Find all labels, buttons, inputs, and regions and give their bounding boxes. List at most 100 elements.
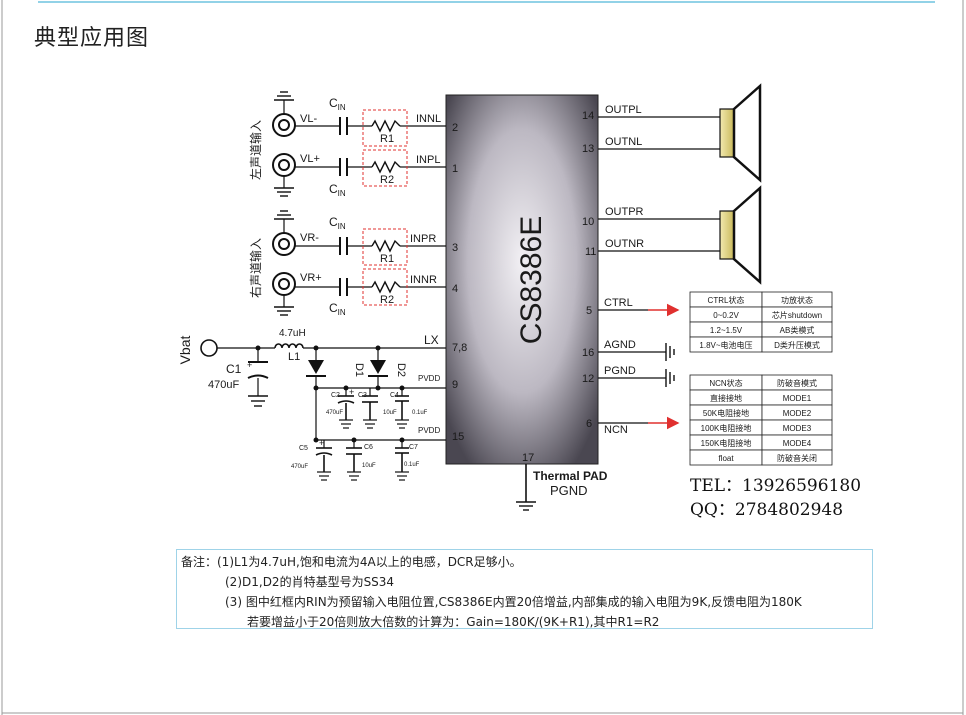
c7-value: 0.1uF: [404, 462, 420, 468]
ncn-cell: MODE4: [783, 439, 812, 448]
thermal-pgnd-label: PGND: [550, 483, 588, 498]
chip-body: [445, 94, 599, 465]
pin-name-outnl: OUTNL: [605, 136, 642, 148]
pin-name-pvdd15: PVDD: [418, 426, 440, 435]
pin-num-13: 13: [582, 143, 594, 155]
pgnd-ground-icon: [665, 369, 675, 387]
c1-value: 470uF: [208, 379, 239, 391]
ncn-header-0: NCN状态: [709, 378, 742, 388]
rin-red-boxes: [362, 109, 408, 306]
agnd-ground-icon: [665, 343, 675, 361]
c4-label: C4: [390, 392, 399, 399]
note-line-2: (2)D1,D2的肖特基型号为SS34: [225, 575, 395, 589]
c6-value: 10uF: [362, 463, 376, 469]
pin-num-14: 14: [582, 110, 594, 122]
pin-num-4: 4: [452, 283, 458, 295]
tel-text: TEL：13926596180: [690, 476, 862, 496]
ctrl-cell: AB类模式: [780, 325, 815, 335]
c1-plus: +: [247, 360, 252, 370]
pin-name-pgnd: PGND: [604, 365, 636, 377]
ncn-cell: MODE3: [783, 424, 812, 433]
pin-name-inpr: INPR: [410, 233, 436, 245]
label-vl-minus: VL-: [300, 113, 317, 125]
input-resistors: [371, 119, 401, 294]
c5-value: 470uF: [291, 464, 308, 470]
ncn-cell: 150K电阻接地: [701, 438, 752, 448]
d1-label: D1: [353, 363, 365, 377]
pin-name-innl: INNL: [416, 113, 441, 125]
contact-info: TEL：13926596180 QQ：2784802948: [690, 474, 861, 522]
pin-name-innr: INNR: [410, 274, 437, 286]
pin-name-lx: LX: [424, 333, 439, 347]
svg-text:CIN: CIN: [329, 301, 346, 317]
d2-diode-icon: [368, 360, 388, 377]
note-line-1: 备注：(1)L1为4.7uH,饱和电流为4A以上的电感，DCR足够小。: [181, 555, 522, 569]
c2-value: 470uF: [326, 410, 343, 416]
speaker-left-icon: [719, 83, 762, 183]
jack-vl-minus-icon: [272, 91, 296, 137]
pin-num-9: 9: [452, 379, 458, 391]
d1-diode-icon: [306, 360, 326, 377]
c2-plus: +: [349, 387, 354, 397]
c1-label: C1: [226, 362, 242, 376]
ctrl-cell: 1.8V~电池电压: [699, 340, 752, 350]
pin-num-5: 5: [586, 305, 592, 317]
c3-label: C3: [358, 392, 367, 399]
c1-ground-icon: [248, 395, 268, 407]
right-pin-lines: [598, 116, 720, 424]
ctrl-cell: 1.2~1.5V: [710, 326, 743, 335]
junction-dots: [255, 345, 405, 443]
ctrl-cell: 0~0.2V: [713, 311, 739, 320]
jack-vl-plus-icon: [272, 153, 296, 197]
pin-num-2: 2: [452, 122, 458, 134]
ctrl-table: CTRL状态 功放状态 0~0.2V 芯片shutdown 1.2~1.5V A…: [689, 291, 833, 353]
ncn-header-1: 防破音模式: [777, 378, 817, 388]
label-r1-right: R1: [380, 253, 394, 265]
note-line-3: (3) 图中红框内RIN为预留输入电阻位置,CS8386E内置20倍增益,内部集…: [225, 595, 802, 609]
notes-box: 备注：(1)L1为4.7uH,饱和电流为4A以上的电感，DCR足够小。 (2)D…: [176, 549, 873, 629]
c2-label: C2: [331, 392, 340, 399]
pin-num-17: 17: [522, 452, 534, 464]
c6-label: C6: [364, 444, 373, 451]
label-vr-plus: VR+: [300, 272, 322, 284]
ctrl-cell: D类升压模式: [774, 340, 820, 350]
ncn-cell: 100K电阻接地: [701, 423, 752, 433]
pin-num-6: 6: [586, 418, 592, 430]
c7-label: C7: [409, 444, 418, 451]
svg-text:CIN: CIN: [329, 215, 346, 231]
pin-name-agnd: AGND: [604, 339, 636, 351]
input-capacitors: [339, 117, 348, 296]
ncn-cell: 防破音关闭: [777, 453, 817, 463]
svg-text:CIN: CIN: [329, 182, 346, 198]
ncn-cell: float: [718, 454, 734, 463]
inductor-icon: [274, 343, 304, 349]
pin-num-1: 1: [452, 163, 458, 175]
ctrl-header-0: CTRL状态: [708, 295, 745, 305]
jack-vr-plus-icon: [272, 272, 296, 316]
label-r2-right: R2: [380, 294, 394, 306]
pin-num-10: 10: [582, 216, 594, 228]
speaker-right-icon: [719, 185, 762, 285]
right-channel-label: 右声道输入: [248, 238, 263, 298]
c1-capacitor-icon: [247, 361, 269, 379]
chip-name: CS8386E: [515, 216, 548, 344]
label-r1-left: R1: [380, 133, 394, 145]
vbat-label: Vbat: [177, 335, 193, 364]
pin-name-ncn: NCN: [604, 424, 628, 436]
label-vl-plus: VL+: [300, 153, 320, 165]
ctrl-cell: 芯片shutdown: [772, 310, 822, 320]
thermal-ground-icon: [516, 501, 536, 511]
ctrl-header-1: 功放状态: [781, 295, 813, 305]
ncn-cell: MODE1: [783, 394, 812, 403]
ncn-cell: 50K电阻接地: [703, 408, 749, 418]
left-pin-lines: [410, 125, 446, 288]
pin-name-outpl: OUTPL: [605, 104, 642, 116]
pin-num-78: 7,8: [452, 342, 467, 354]
label-vr-minus: VR-: [300, 232, 319, 244]
c5-plus: +: [319, 438, 324, 448]
pin-name-inpl: INPL: [416, 154, 440, 166]
vbat-terminal-icon: [200, 339, 218, 357]
pin-num-11: 11: [585, 246, 596, 258]
